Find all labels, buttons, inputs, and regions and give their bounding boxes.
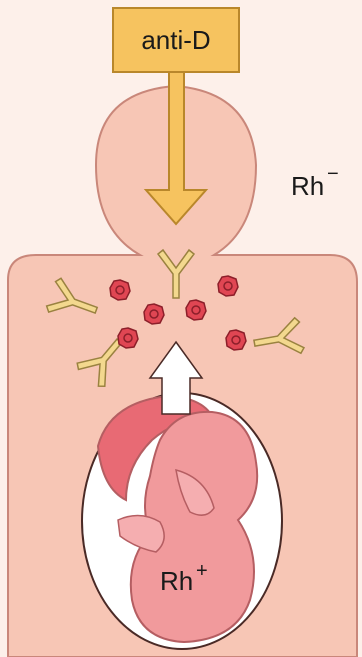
red-cell-icon-4 xyxy=(186,300,206,320)
anti-d-box: anti-D xyxy=(113,8,239,72)
red-cell-icon-2 xyxy=(218,276,238,296)
fetus-rh-sign: + xyxy=(196,560,208,582)
red-cell-icon-1 xyxy=(110,280,130,300)
mother-rh-sign: − xyxy=(327,163,339,185)
anti-d-label: anti-D xyxy=(141,25,210,55)
red-cell-icon-5 xyxy=(118,328,138,348)
mother-rh-label: Rh − xyxy=(291,163,339,201)
fetus-rh-base: Rh xyxy=(160,566,193,596)
mother-rh-base: Rh xyxy=(291,171,324,201)
red-cell-icon-3 xyxy=(144,304,164,324)
red-cell-icon-6 xyxy=(226,330,246,350)
